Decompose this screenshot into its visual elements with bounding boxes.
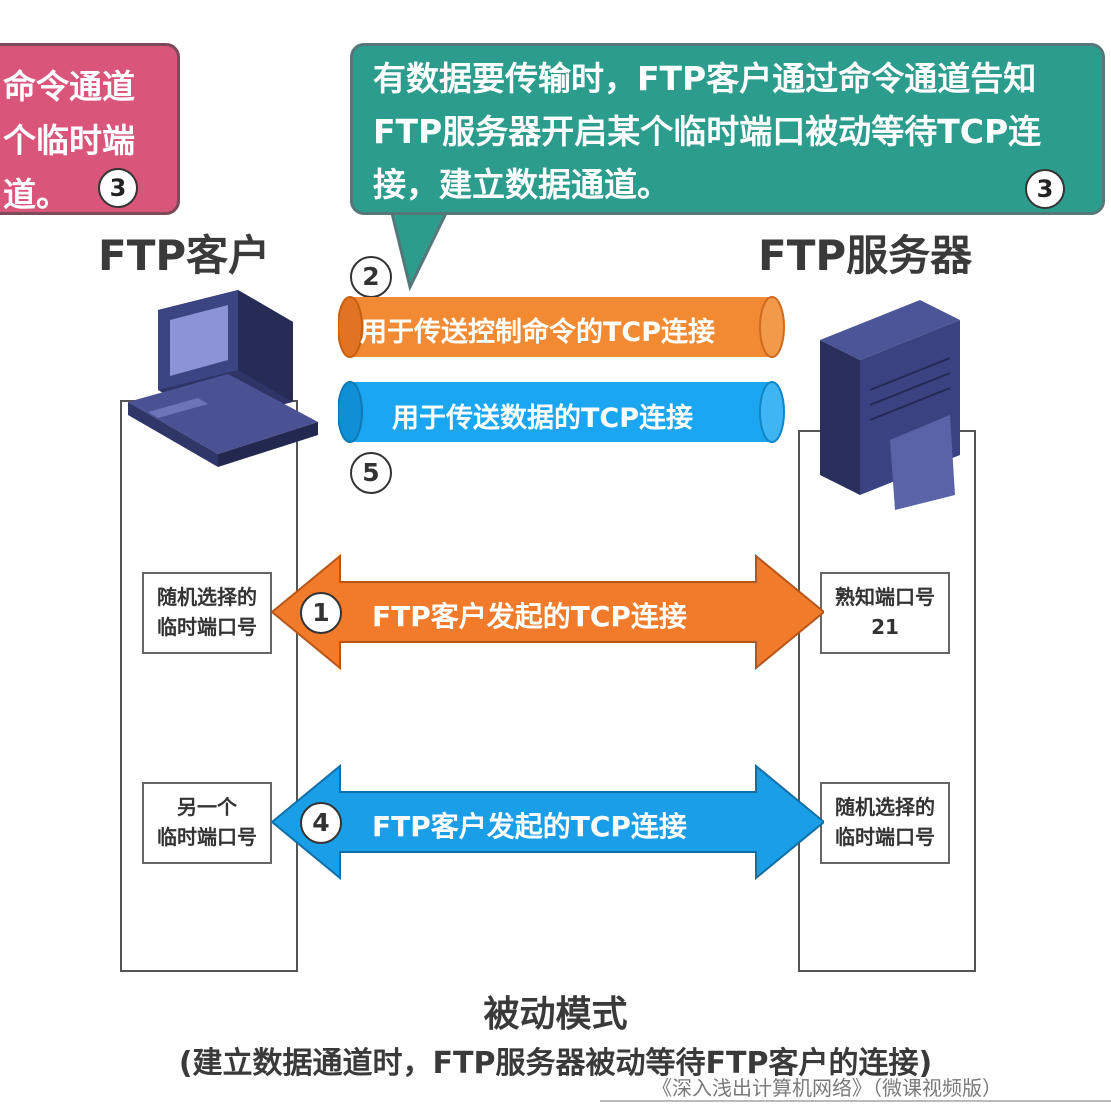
step-4-badge: 4 (300, 802, 342, 844)
watermark: 《深入浅出计算机网络》（微课视频版） (652, 1076, 1002, 1100)
arrow-1-label: FTP客户发起的TCP连接 (372, 600, 687, 633)
watermark-underline (600, 1100, 1111, 1102)
server-port-1-line1: 熟知端口号 (835, 585, 935, 609)
computer-icon (128, 290, 318, 467)
server-port-2: 随机选择的 临时端口号 (820, 782, 950, 864)
client-port-1: 随机选择的 临时端口号 (142, 572, 272, 654)
callout-pointer (388, 205, 452, 292)
callout-left-text: 命令通道 个临时端 道。 (3, 67, 135, 214)
callout-left: 命令通道 个临时端 道。 3 (0, 43, 180, 215)
client-title: FTP客户 (98, 231, 271, 280)
client-port-2: 另一个 临时端口号 (142, 782, 272, 864)
step-2-badge: 2 (350, 256, 392, 298)
client-port-1-line2: 临时端口号 (157, 615, 257, 639)
client-lifeline (120, 400, 298, 972)
server-lifeline (798, 430, 976, 972)
caption-title: 被动模式 (483, 994, 628, 1035)
client-port-2-line2: 临时端口号 (157, 825, 257, 849)
pipe-control-label: 用于传送控制命令的TCP连接 (360, 317, 716, 348)
arrow-4-label: FTP客户发起的TCP连接 (372, 810, 687, 843)
step-5-badge: 5 (350, 452, 392, 494)
server-port-2-line2: 临时端口号 (835, 825, 935, 849)
arrow-connection-1 (272, 553, 824, 671)
caption-subtitle: (建立数据通道时，FTP服务器被动等待FTP客户的连接) (178, 1046, 933, 1081)
pipe-data (338, 381, 785, 443)
callout-left-badge: 3 (98, 168, 138, 208)
callout-right-text: 有数据要传输时，FTP客户通过命令通道告知FTP服务器开启某个临时端口被动等待T… (373, 59, 1042, 204)
step-1-badge: 1 (300, 592, 342, 634)
callout-right-badge: 3 (1025, 169, 1065, 209)
server-port-2-line1: 随机选择的 (835, 795, 935, 819)
server-port-1: 熟知端口号 21 (820, 572, 950, 654)
pipe-data-label: 用于传送数据的TCP连接 (392, 403, 694, 434)
client-port-2-line1: 另一个 (177, 795, 237, 819)
server-port-1-line2: 21 (871, 615, 899, 639)
pipe-control (338, 296, 785, 358)
server-title: FTP服务器 (758, 231, 973, 280)
client-port-1-line1: 随机选择的 (157, 585, 257, 609)
arrow-connection-4 (272, 763, 824, 881)
server-icon (820, 300, 960, 510)
callout-right: 有数据要传输时，FTP客户通过命令通道告知FTP服务器开启某个临时端口被动等待T… (350, 43, 1105, 215)
